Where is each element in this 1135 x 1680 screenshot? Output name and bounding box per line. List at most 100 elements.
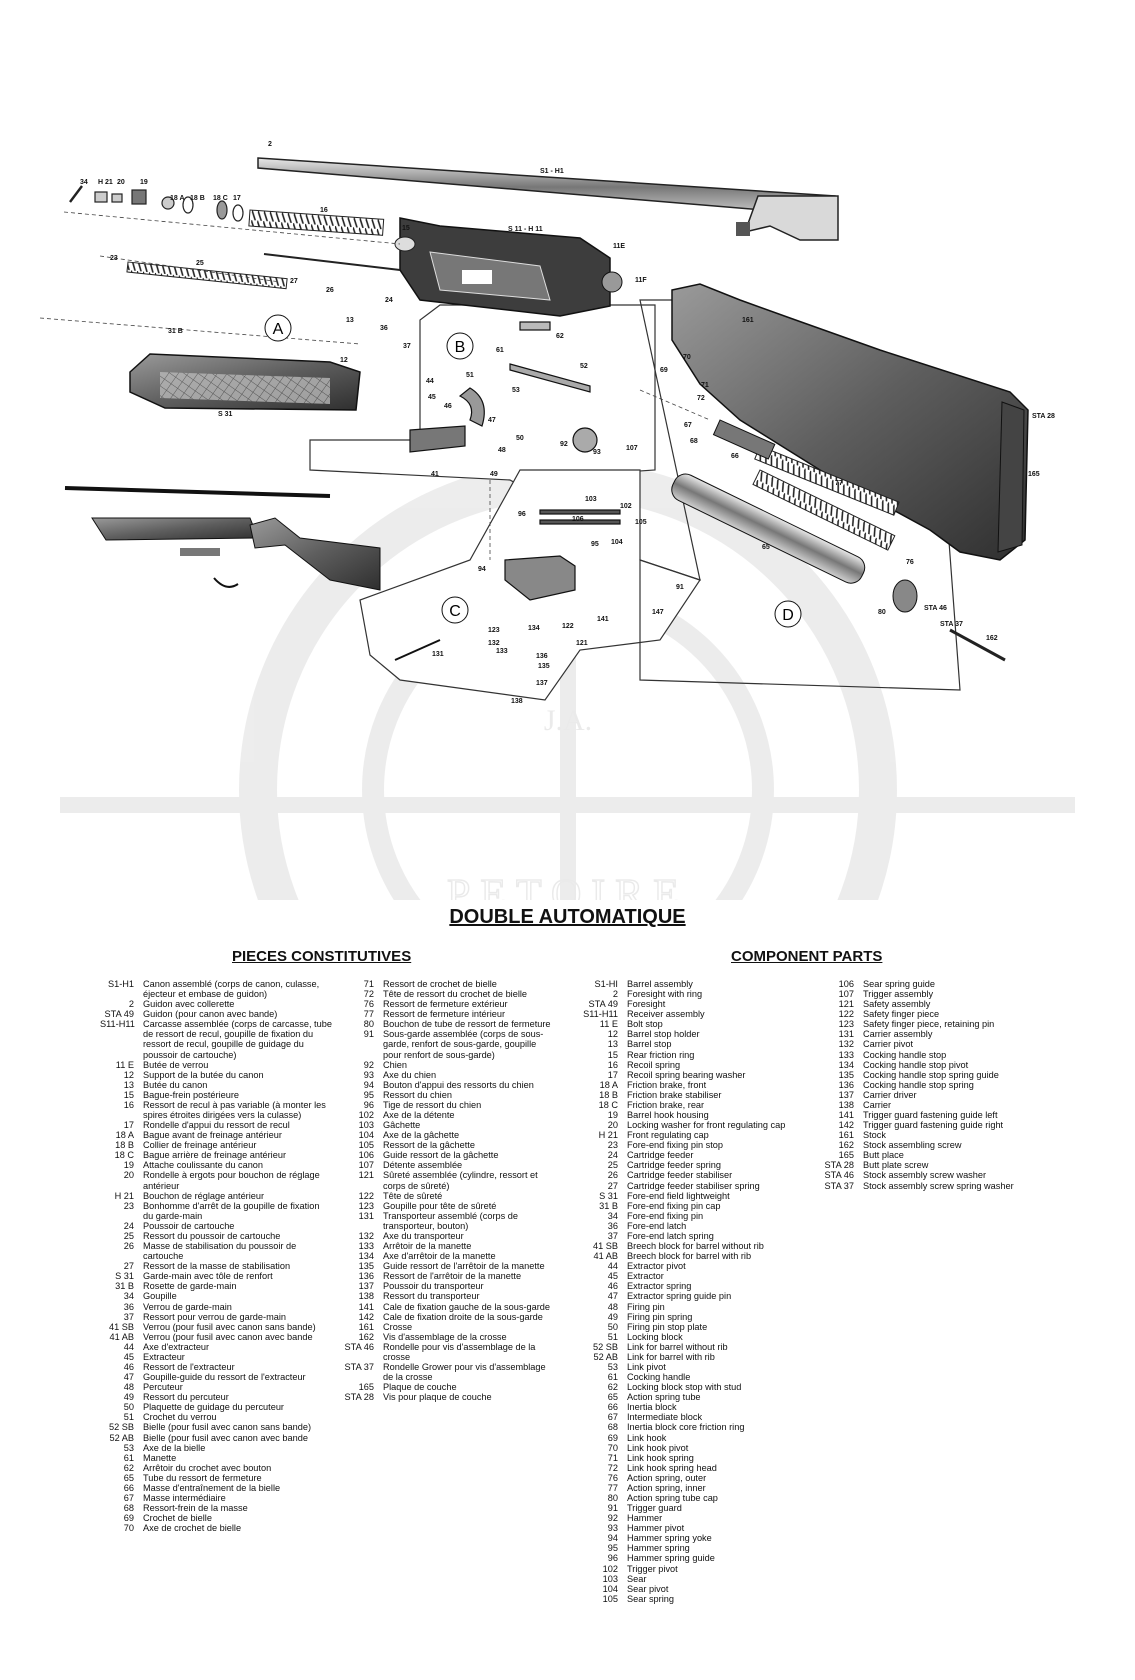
group-label-b: B <box>455 339 466 356</box>
part-description: Fore-end fixing pin stop <box>627 1140 724 1151</box>
part-description: Tube du ressort de fermeture <box>143 1472 262 1483</box>
part-code: STA 49 <box>104 1009 134 1020</box>
part-description: Ressort de la masse de stabilisation <box>143 1261 291 1272</box>
part-code: 141 <box>358 1301 374 1312</box>
part-description: Recoil spring bearing washer <box>627 1069 746 1080</box>
part-description: Goupille pour tête de sûreté <box>383 1200 497 1211</box>
part-code: 44 <box>123 1341 134 1352</box>
part-code: 93 <box>363 1069 374 1080</box>
part-code: S 31 <box>115 1271 134 1282</box>
part-callout: 104 <box>611 539 623 546</box>
page-title: DOUBLE AUTOMATIQUE <box>449 906 686 928</box>
part-callout: 71 <box>701 382 709 389</box>
part-code: 45 <box>123 1351 134 1362</box>
part-description: Axe d'extracteur <box>143 1341 210 1352</box>
part-code: 2 <box>612 989 618 1000</box>
part-code: 61 <box>607 1372 618 1383</box>
part-description: Axe de la bielle <box>143 1442 206 1453</box>
group-label-a: A <box>273 321 284 338</box>
part-code: STA 46 <box>344 1341 374 1352</box>
part-code: 31 B <box>115 1281 134 1292</box>
part-code: 19 <box>123 1160 134 1171</box>
part-description: Axe du chien <box>383 1069 437 1080</box>
part-code: 12 <box>607 1029 618 1040</box>
part-code: 122 <box>838 1009 854 1020</box>
part-description: Foresight <box>627 999 666 1010</box>
part-code: 50 <box>607 1321 618 1332</box>
part-callout: 44 <box>426 378 434 385</box>
part-callout: 121 <box>576 640 588 647</box>
part-callout: 37 <box>403 343 411 350</box>
part-code: 70 <box>123 1523 134 1534</box>
part-description: Canon assemblé (corps de canon, culasse,… <box>143 979 320 1000</box>
part-description: Verrou (pour fusil avec canon avec bande <box>143 1331 313 1342</box>
part-callout: 95 <box>591 541 599 548</box>
part-code: 46 <box>607 1281 618 1292</box>
part-code: 72 <box>363 989 374 1000</box>
part-description: Ressort du transporteur <box>383 1291 480 1302</box>
part-description: Breech block for barrel without rib <box>627 1241 764 1252</box>
part-description: Trigger guard fastening guide left <box>863 1110 998 1121</box>
part-callout: 19 <box>140 179 148 186</box>
bolt-group <box>409 321 591 453</box>
part-description: Bague arrière de freinage antérieur <box>143 1150 287 1161</box>
part-description: Détente assemblée <box>383 1160 463 1171</box>
part-code: 13 <box>607 1039 618 1050</box>
part-code: 161 <box>358 1321 374 1332</box>
part-description: Fore-end latch spring <box>627 1230 714 1241</box>
part-description: Support de la butée du canon <box>143 1069 264 1080</box>
barrel-assembly <box>257 157 839 241</box>
part-code: 72 <box>607 1462 618 1473</box>
part-code: 18 A <box>599 1079 618 1090</box>
part-description: Axe de crochet de bielle <box>143 1523 242 1534</box>
part-callout: 51 <box>466 372 474 379</box>
part-callout: 72 <box>697 395 705 402</box>
part-code: 23 <box>123 1200 134 1211</box>
part-callout: 15 <box>402 225 410 232</box>
part-callout: 133 <box>496 648 508 655</box>
part-description: Rondelle pour vis d'assemblage de la cro… <box>383 1341 536 1362</box>
part-code: S1-HI <box>594 979 619 989</box>
part-code: 18 C <box>598 1099 618 1110</box>
part-callout: 2 <box>268 141 272 148</box>
part-description: Fore-end latch <box>627 1220 687 1231</box>
part-code: 52 AB <box>109 1432 134 1443</box>
part-description: Fore-end field lightweight <box>627 1190 730 1201</box>
part-callout: 62 <box>556 333 564 340</box>
part-callout: 161 <box>742 317 754 324</box>
part-code: 132 <box>838 1039 854 1050</box>
part-description: Trigger guard fastening guide right <box>863 1120 1004 1131</box>
part-description: Plaque de couche <box>383 1382 457 1393</box>
part-description: Recoil spring <box>627 1059 681 1070</box>
part-callout: 70 <box>683 354 691 361</box>
